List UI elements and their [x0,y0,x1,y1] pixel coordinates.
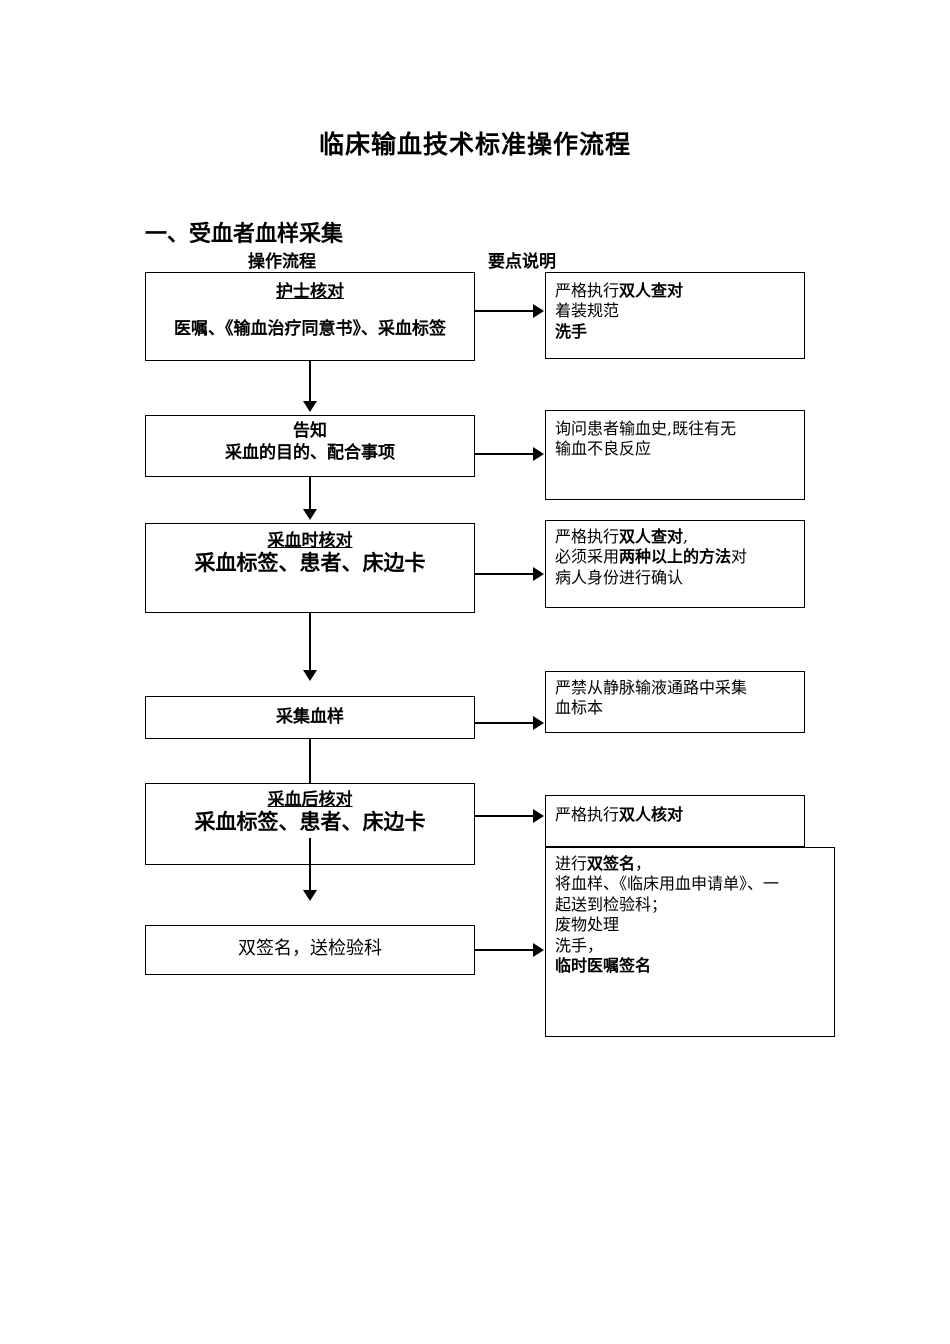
flow-step-3-box: 采血时核对 采血标签、患者、床边卡 [145,523,475,613]
note-5-text: 严格执行双人核对 [555,805,798,825]
arrow-step3-step4 [303,670,317,681]
flow-step-1-title: 护士核对 [276,282,344,302]
note-3-line-1: 严格执行双人查对, [555,527,689,546]
arrow-step2-step3 [303,509,317,520]
connector-step5-step6 [309,838,311,895]
note-4-box: 严禁从静脉输液通路中采集 血标本 [545,671,805,733]
arrow-step6-note6 [533,943,544,957]
note-6-box: 进行双签名， 将血样、《临床用血申请单》、一 起送到检验科； 废物处理 洗手， … [545,847,835,1037]
note-1-line-1: 严格执行双人查对 [555,281,684,300]
note-6-line-2: 将血样、《临床用血申请单》、一 [555,874,780,894]
note-1-line-2: 着装规范 [555,301,620,321]
arrow-step5-note5 [533,809,544,823]
note-4-line-1: 严禁从静脉输液通路中采集 [555,678,748,697]
flow-step-2-title: 告知 [293,421,327,441]
arrow-step4-note4 [533,716,544,730]
note-2-text: 询问患者输血史,既往有无 输血不良反应 [555,419,798,460]
arrow-step3-note3 [533,567,544,581]
column-label-flow: 操作流程 [248,252,316,272]
connector-step6-note6 [475,949,535,951]
note-6-line-3: 起送到检验科； [555,894,668,914]
note-5-box: 严格执行双人核对 [545,795,805,847]
arrow-step1-step2 [303,401,317,412]
note-1-text: 严格执行双人查对 着装规范 洗手 [555,281,798,342]
section-heading: 一、受血者血样采集 [145,222,344,247]
note-6-text: 进行双签名， 将血样、《临床用血申请单》、一 起送到检验科； 废物处理 洗手， … [555,854,828,977]
note-4-text: 严禁从静脉输液通路中采集 血标本 [555,678,798,719]
note-4-line-2: 血标本 [555,698,604,718]
note-1-box: 严格执行双人查对 着装规范 洗手 [545,272,805,359]
flow-step-2-subtitle: 采血的目的、配合事项 [225,443,395,463]
connector-step3-step4 [309,613,311,673]
note-1-line-3: 洗手 [555,321,588,341]
flow-step-5-title: 采血后核对 [267,790,353,810]
connector-step1-step2 [309,361,311,404]
flow-step-6-title: 双签名，送检验科 [238,938,382,959]
connector-step5-note5 [475,815,535,817]
connector-step4-step5 [309,739,311,783]
flow-step-5-subtitle: 采血标签、患者、床边卡 [194,810,426,834]
note-2-line-1: 询问患者输血史,既往有无 [555,419,737,438]
note-3-line-2: 必须采用两种以上的方法对 [555,547,748,567]
note-5-line-1: 严格执行双人核对 [555,805,684,824]
flow-step-6-box: 双签名，送检验科 [145,925,475,975]
flow-step-4-box: 采集血样 [145,696,475,739]
note-3-box: 严格执行双人查对, 必须采用两种以上的方法对 病人身份进行确认 [545,520,805,608]
connector-step3-note3 [475,573,535,575]
arrow-step2-note2 [533,447,544,461]
flow-step-1-box: 护士核对 医嘱、《输血治疗同意书》、采血标签 [145,272,475,361]
note-6-line-1: 进行双签名， [555,854,652,873]
note-6-line-4: 废物处理 [555,915,620,935]
note-6-line-5: 洗手， [555,935,604,955]
connector-step1-note1 [475,310,535,312]
column-label-notes: 要点说明 [488,252,556,272]
note-3-line-3: 病人身份进行确认 [555,567,684,587]
arrow-step5-step6 [303,890,317,901]
flow-step-4-title: 采集血样 [276,707,344,727]
note-6-line-6: 临时医嘱签名 [555,956,652,976]
connector-step4-note4 [475,722,535,724]
flow-step-1-subtitle: 医嘱、《输血治疗同意书》、采血标签 [174,319,446,339]
note-3-text: 严格执行双人查对, 必须采用两种以上的方法对 病人身份进行确认 [555,527,798,588]
arrow-step1-note1 [533,304,544,318]
connector-step2-step3 [309,477,311,512]
connector-step2-note2 [475,453,535,455]
flow-step-3-subtitle: 采血标签、患者、床边卡 [194,551,426,575]
flow-step-2-box: 告知 采血的目的、配合事项 [145,415,475,477]
document-title: 临床输血技术标准操作流程 [318,130,631,159]
flow-step-3-title: 采血时核对 [267,531,353,551]
note-2-box: 询问患者输血史,既往有无 输血不良反应 [545,410,805,500]
note-2-line-2: 输血不良反应 [555,439,652,459]
